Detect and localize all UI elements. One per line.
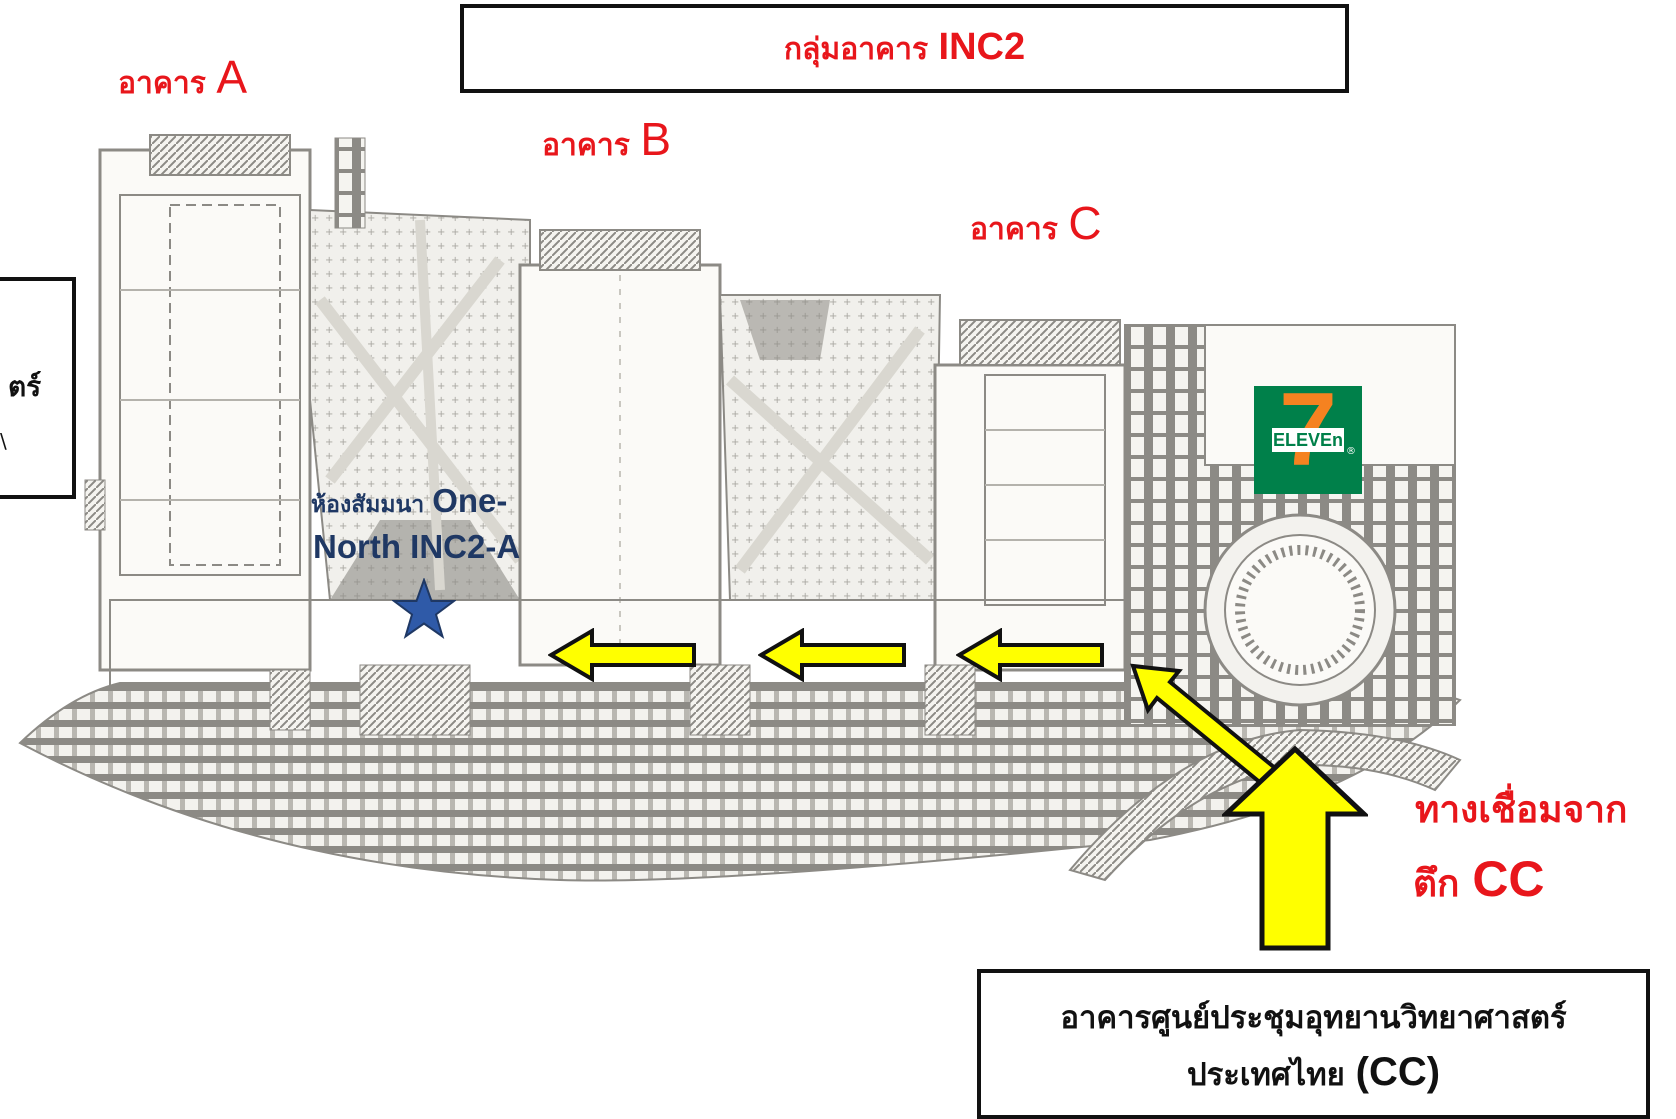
connection-building: ตึก CC: [1413, 851, 1545, 907]
building-b-label: อาคาร B: [542, 113, 672, 165]
arrow-icon-from-cc: [1222, 746, 1368, 951]
store-logo-text: ELEVEn: [1272, 428, 1344, 452]
left-info-line1: ตร์: [8, 370, 42, 403]
cc-building-line1: อาคารศูนย์ประชุมอุทยานวิทยาศาสตร์: [1060, 1000, 1567, 1036]
seminar-room-label: ห้องสัมมนา One-: [311, 482, 508, 519]
cc-building-box: อาคารศูนย์ประชุมอุทยานวิทยาศาสตร์ ประเทศ…: [977, 969, 1650, 1119]
arrow-icon-to-courtyard: [758, 628, 906, 682]
title-box: กลุ่มอาคาร INC2: [460, 4, 1349, 93]
connection-label: ทางเชื่อมจาก: [1415, 788, 1628, 831]
store-logo: 7 ELEVEn ®: [1254, 378, 1362, 494]
cc-building-line2: ประเทศไทย (CC): [1186, 1050, 1441, 1094]
building-a-label: อาคาร A: [118, 51, 248, 103]
left-info-box: ตร์ \: [0, 277, 76, 499]
arrow-icon-to-b: [548, 628, 696, 682]
arrow-icon-to-c: [956, 628, 1104, 682]
title-label: กลุ่มอาคาร INC2: [783, 26, 1026, 68]
left-info-line2: \: [0, 429, 7, 453]
seminar-room-name: North INC2-A: [313, 528, 521, 565]
building-c-label: อาคาร C: [970, 197, 1102, 249]
star-icon: [392, 578, 456, 639]
store-logo-mark: ®: [1346, 446, 1356, 457]
arrow-icon-diagonal: [1130, 663, 1278, 785]
